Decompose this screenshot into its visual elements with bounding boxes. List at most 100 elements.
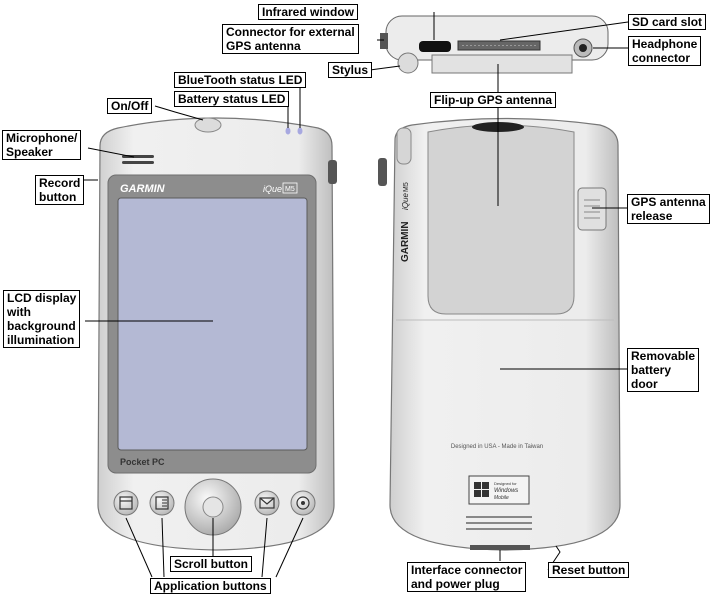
callout-text: Flip-up GPS antenna <box>434 93 553 107</box>
windows-flag-icon <box>482 490 489 497</box>
mail-icon <box>259 497 275 509</box>
callout-text: background <box>7 319 76 333</box>
windows-logo-line2: Mobile <box>494 495 509 501</box>
external-antenna-connector <box>380 33 388 49</box>
leader-lines <box>84 12 629 578</box>
interface-connector <box>470 545 530 550</box>
callout-interface-connector: Interface connector and power plug <box>407 562 527 592</box>
battery-led <box>285 127 291 135</box>
callout-scroll-button: Scroll button <box>170 556 252 572</box>
callout-text: On/Off <box>111 99 149 113</box>
callout-bluetooth-led: BlueTooth status LED <box>174 72 307 88</box>
callout-text: Interface connector <box>411 563 523 577</box>
windows-flag-icon <box>482 482 489 489</box>
callout-headphone-connector: Headphone connector <box>628 36 702 66</box>
back-brand: GARMIN <box>400 221 411 262</box>
callout-application-buttons: Application buttons <box>150 578 271 594</box>
callout-text: Scroll button <box>174 557 248 571</box>
windows-flag-icon <box>474 490 481 497</box>
callout-text: Speaker <box>6 145 53 159</box>
callout-reset-button: Reset button <box>548 562 630 578</box>
stylus-holder <box>396 127 412 165</box>
side-button <box>378 158 387 186</box>
antenna-release-latch <box>577 187 607 231</box>
on-off-button <box>194 117 222 133</box>
callout-text: button <box>39 190 77 204</box>
callout-text: GPS antenna <box>226 39 301 53</box>
callout-stylus: Stylus <box>328 62 373 78</box>
callout-text: and power plug <box>411 577 500 591</box>
callout-lcd-display: LCD display with background illumination <box>3 290 81 348</box>
callout-sd-card-slot: SD card slot <box>628 14 707 30</box>
callout-battery-led: Battery status LED <box>174 91 290 107</box>
infrared-window <box>419 41 451 52</box>
front-model-suffix: M5 <box>285 186 295 193</box>
callout-record-button: Record button <box>35 175 85 205</box>
side-record-button <box>328 160 337 184</box>
leader-app-left <box>161 517 165 578</box>
callout-text: connector <box>632 51 691 65</box>
callout-battery-door: Removable battery door <box>627 348 700 392</box>
callout-external-antenna-connector: Connector for external GPS antenna <box>222 24 359 54</box>
contacts-icon <box>155 496 169 510</box>
callout-flip-up-antenna: Flip-up GPS antenna <box>430 92 557 108</box>
flip-up-antenna-panel <box>427 124 575 315</box>
windows-flag-icon <box>474 482 481 489</box>
callout-text: door <box>631 377 658 391</box>
callout-microphone: Microphone/ Speaker <box>2 130 82 160</box>
callout-text: Infrared window <box>262 5 355 19</box>
callout-text: BlueTooth status LED <box>178 73 303 87</box>
front-model-badge <box>282 182 298 194</box>
front-brand: GARMIN <box>120 183 166 195</box>
leader-app-right <box>275 517 304 578</box>
callout-on-off: On/Off <box>107 98 153 114</box>
leader-sd-card <box>499 21 629 41</box>
top-view-antenna <box>431 54 573 74</box>
bluetooth-led <box>297 127 303 135</box>
front-model: iQue <box>263 184 282 194</box>
callout-text: SD card slot <box>632 15 703 29</box>
callout-text: Reset button <box>552 563 626 577</box>
top-view <box>380 15 609 74</box>
callout-text: GPS antenna <box>631 195 706 209</box>
leader-app-right <box>261 517 268 578</box>
callout-text: Microphone/ <box>6 131 78 145</box>
callout-text: Battery status LED <box>178 92 286 106</box>
callout-text: Removable <box>631 349 696 363</box>
leader-microphone <box>87 147 135 158</box>
callout-text: Connector for external <box>226 25 355 39</box>
windows-logo-small: Designed for <box>494 481 517 486</box>
callout-text: Application buttons <box>154 579 267 593</box>
leader-on-off <box>154 105 204 121</box>
app-button-1 <box>113 490 139 516</box>
callout-infrared-window: Infrared window <box>258 4 359 20</box>
front-device: GARMIN iQue M5 Pocket PC <box>97 117 337 551</box>
callout-text: Record <box>39 176 81 190</box>
gps-app-icon <box>296 496 310 510</box>
windows-logo-line1: Windows <box>494 488 518 494</box>
back-made-in-text: Designed in USA - Made in Taiwan <box>451 444 543 450</box>
platform-label: Pocket PC <box>120 457 165 467</box>
back-device: GARMIN iQue M5 Designed in USA - Made in… <box>378 117 621 551</box>
calendar-icon <box>119 496 133 510</box>
gps-app-icon <box>301 501 305 505</box>
lcd-screen <box>117 197 308 451</box>
back-model: iQue <box>401 193 410 210</box>
app-button-3 <box>254 490 280 516</box>
speaker-grille <box>122 161 154 164</box>
mail-icon <box>259 497 275 505</box>
leader-app-left <box>125 517 153 578</box>
headphone-jack-hole <box>579 44 587 52</box>
leader-stylus <box>369 65 401 71</box>
back-model-suffix: M5 <box>403 182 410 192</box>
callout-text: with <box>7 305 31 319</box>
callout-text: Headphone <box>632 37 698 51</box>
callout-text: LCD display <box>7 291 77 305</box>
callout-text: Stylus <box>332 63 369 77</box>
callout-text: release <box>631 209 673 223</box>
callout-text: battery <box>631 363 672 377</box>
stylus-top <box>397 52 419 74</box>
callout-text: illumination <box>7 333 75 347</box>
callout-antenna-release: GPS antenna release <box>627 194 710 224</box>
